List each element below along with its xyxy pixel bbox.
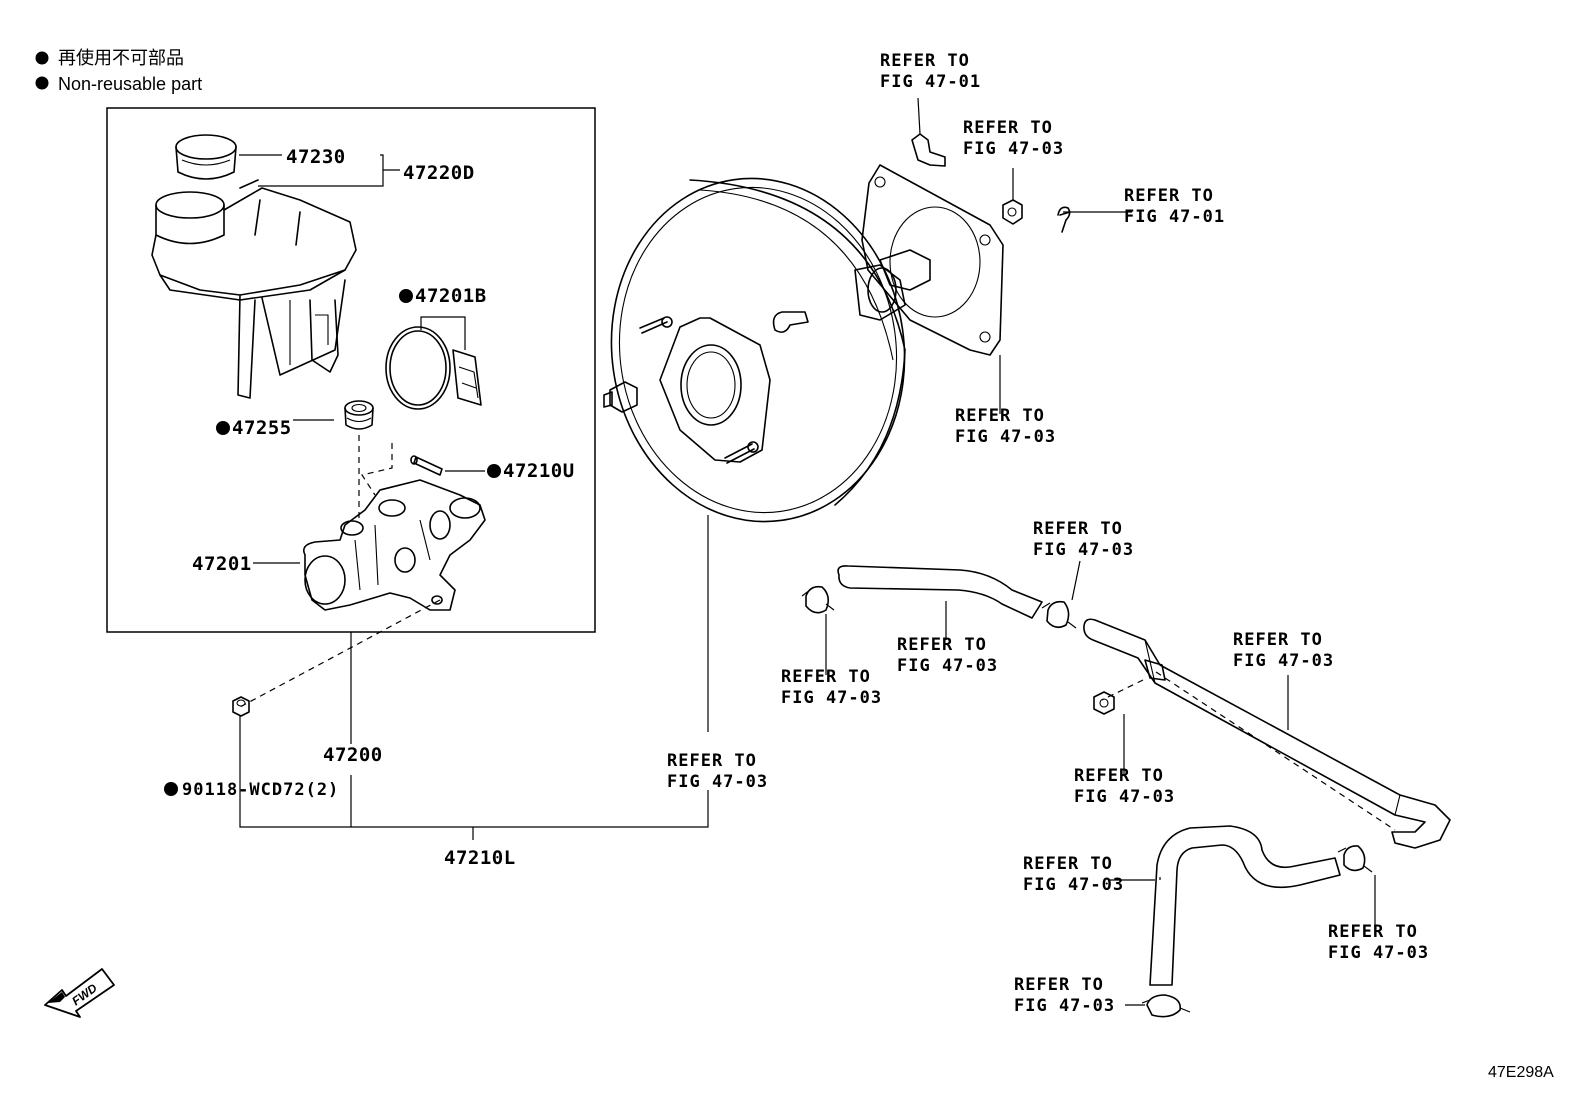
part-label-47201B: 47201B (415, 285, 487, 307)
part-label-47255: 47255 (232, 417, 292, 439)
non-reusable-bullet-icon (399, 289, 413, 303)
refer-label: REFER TO (1233, 630, 1323, 650)
leader-lines (239, 97, 1376, 1006)
refer-label: FIG 47-03 (897, 656, 998, 676)
refer-label: REFER TO (1328, 922, 1418, 942)
reservoir-cap-drawing (175, 134, 237, 180)
part-label-90118: 90118-WCD72(2) (182, 780, 339, 800)
alignment-guide-line (361, 443, 393, 496)
legend-ja: 再使用不可部品 (58, 48, 184, 68)
master-cylinder-drawing (302, 479, 486, 611)
refer-label: FIG 47-03 (1014, 996, 1115, 1016)
hose-clamp-middle-drawing (1041, 600, 1077, 629)
alignment-guide-line (239, 599, 441, 708)
refer-label: REFER TO (955, 406, 1045, 426)
nut-drawing (232, 696, 250, 717)
refer-label: FIG 47-03 (667, 772, 768, 792)
brake-booster-drawing (603, 177, 931, 523)
refer-label: FIG 47-03 (781, 688, 882, 708)
booster-gasket-drawing (861, 164, 1004, 356)
vacuum-hose-upper-drawing (837, 565, 1043, 619)
reservoir-tank-drawing (151, 179, 357, 399)
figure-code: 47E298A (1488, 1064, 1554, 1081)
refer-label: FIG 47-03 (1328, 943, 1429, 963)
refer-label: REFER TO (1014, 975, 1104, 995)
alignment-guide-line (1155, 671, 1396, 831)
refer-label: FIG 47-03 (963, 139, 1064, 159)
refer-label: FIG 47-03 (1233, 651, 1334, 671)
refer-label: REFER TO (963, 118, 1053, 138)
non-reusable-bullet-icon (35, 51, 49, 65)
hose-clamp-right-drawing (1337, 845, 1373, 873)
alignment-guide-line (1101, 679, 1144, 701)
non-reusable-bullet-icon (216, 421, 230, 435)
vacuum-hose-lower-drawing (1149, 825, 1341, 986)
vacuum-pipe-drawing (1083, 618, 1451, 849)
part-label-47210L: 47210L (444, 847, 516, 869)
pipe-nut-drawing (1093, 691, 1115, 715)
refer-label: FIG 47-03 (1033, 540, 1134, 560)
non-reusable-bullet-icon (35, 76, 49, 90)
part-label-47210U: 47210U (503, 460, 575, 482)
part-labels: 47230 47220D 47201B 47255 47210U 47201 4… (164, 146, 575, 869)
pin-drawing (410, 455, 443, 476)
refer-label: FIG 47-01 (1124, 207, 1225, 227)
grommet-drawing (344, 400, 374, 430)
non-reusable-bullet-icon (487, 464, 501, 478)
refer-label: REFER TO (667, 751, 757, 771)
part-label-47220D: 47220D (403, 162, 475, 184)
refer-label: REFER TO (1074, 766, 1164, 786)
refer-label: REFER TO (1033, 519, 1123, 539)
fwd-arrow-icon: FWD (44, 968, 115, 1018)
refer-label: REFER TO (781, 667, 871, 687)
part-label-47230: 47230 (286, 146, 346, 168)
part-label-47200: 47200 (323, 744, 383, 766)
refer-label: FIG 47-03 (955, 427, 1056, 447)
legend-en: Non-reusable part (58, 74, 202, 94)
seal-kit-drawing (385, 326, 482, 410)
non-reusable-bullet-icon (164, 782, 178, 796)
legend: 再使用不可部品 Non-reusable part (35, 48, 202, 94)
refer-label: FIG 47-01 (880, 72, 981, 92)
refer-label: REFER TO (1124, 186, 1214, 206)
refer-label: FIG 47-03 (1074, 787, 1175, 807)
hose-clamp-left-drawing (801, 585, 835, 614)
refer-label: REFER TO (897, 635, 987, 655)
part-label-47201: 47201 (192, 553, 252, 575)
hose-clamp-bottom-drawing (1141, 994, 1191, 1018)
refer-label: REFER TO (1023, 854, 1113, 874)
reference-labels: REFER TO FIG 47-01 REFER TO FIG 47-03 RE… (667, 51, 1429, 1016)
refer-label: FIG 47-03 (1023, 875, 1124, 895)
refer-label: REFER TO (880, 51, 970, 71)
